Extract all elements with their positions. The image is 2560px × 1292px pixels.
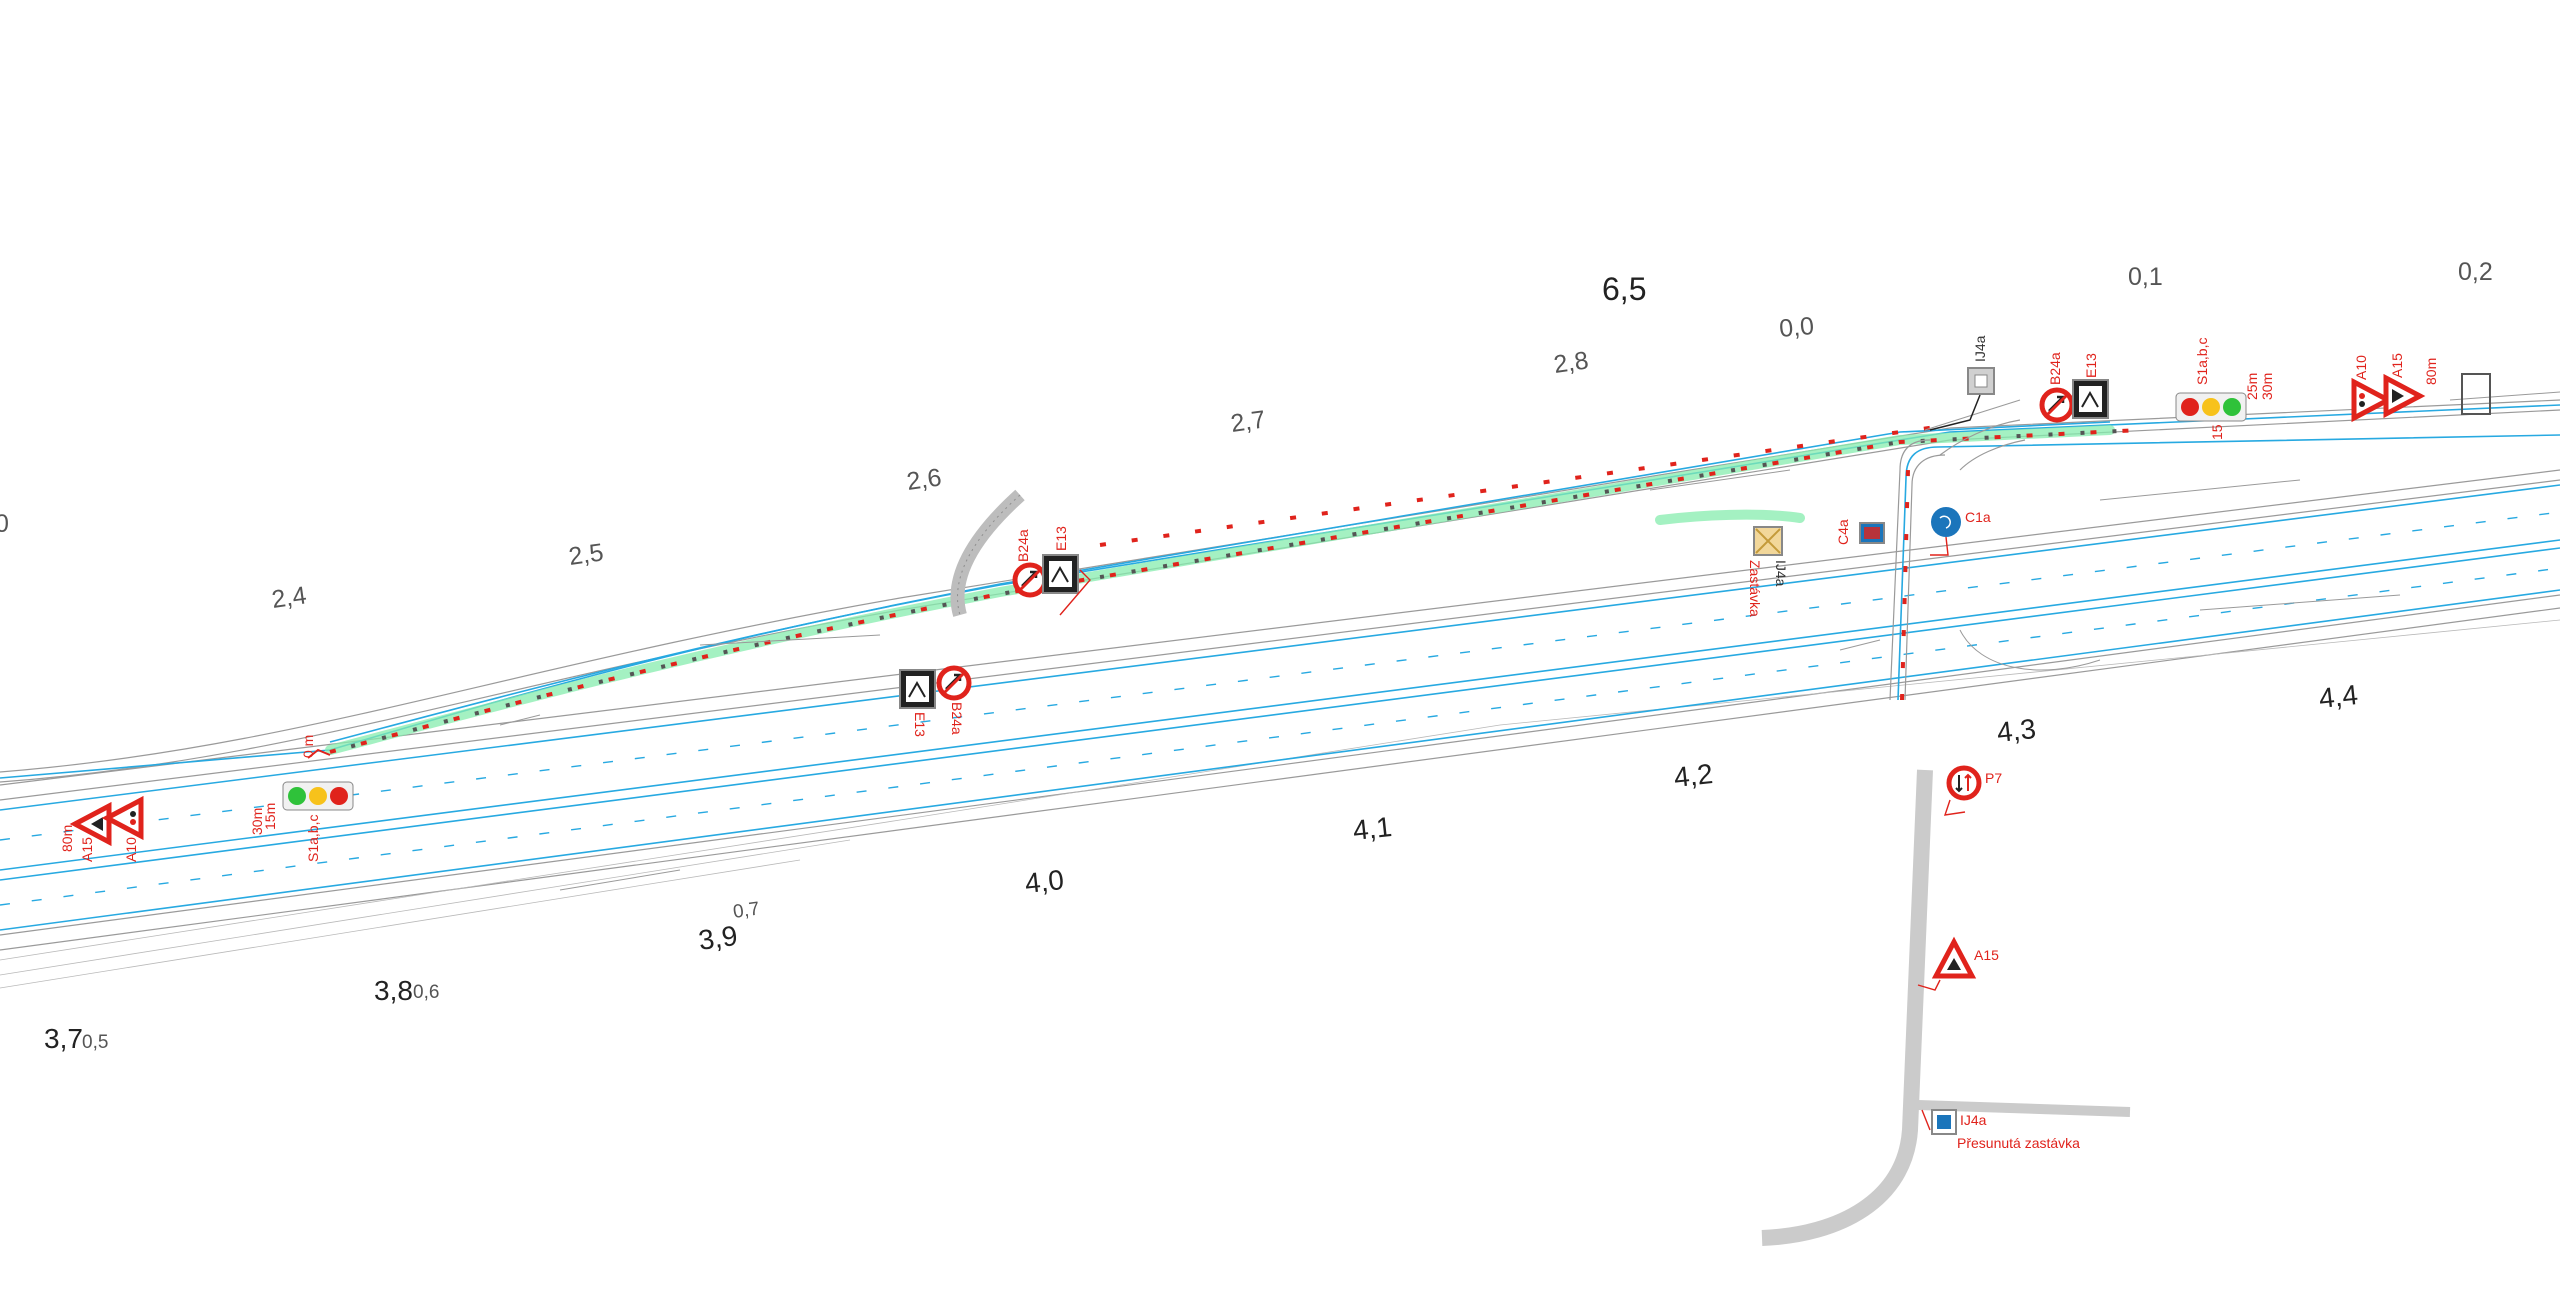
chainage-label: 2,4 [270,581,308,614]
chainage-label: 0 [0,510,9,538]
closed-bus-stop-sign [1753,526,1783,556]
sign-label-c1a: C1a [1965,509,1991,525]
moved-stop-label: Přesunutá zastávka [1957,1135,2080,1151]
directional-sign-c4a [1859,522,1885,544]
hatched-structures [499,391,2560,891]
chainage-label: 0,1 [2128,263,2163,291]
mid-sign-group: B24a E13 E13 B24a [899,526,1091,737]
signal-label: S1a,b,c [305,815,321,862]
chainage-label-secondary: 0,5 [82,1032,108,1053]
prohibition-sign-b24a [936,665,972,701]
traffic-light-icon [282,781,354,811]
supplementary-plate-e13 [2072,379,2109,419]
crossing-road [1761,419,2560,1246]
left-sign-group: A15 A10 80m S1a,b,c 15m 30m 0 m [59,735,354,862]
traffic-light-icon [2175,392,2247,422]
chainage-label: 3,9 [697,920,740,956]
stop-label: Zastávka [1747,560,1763,617]
warning-sign-a15 [69,801,112,847]
distance-label: 80m [59,825,75,852]
chainage-label: 4,2 [1672,758,1714,793]
chainage-label: 2,5 [567,538,605,571]
crossing-sign-group: IJ4a Zastávka C4a C1a P7 A15 [1747,507,2080,1151]
sign-label-e13: E13 [912,712,928,737]
supplementary-plate-e13 [1042,554,1079,594]
sign-label-ij4a: IJ4a [1972,335,1988,362]
warning-sign-a15 [1931,936,1977,979]
roundabout-sign-c1a [1931,507,1961,537]
sign-label-a10: A10 [2353,355,2369,380]
chainage-label: 4,1 [1351,811,1393,846]
sign-label-b24a: B24a [949,702,965,735]
chainage-label: 3,8 [374,975,413,1006]
chainage-label-major: 6,5 [1602,271,1646,307]
prohibition-sign-b24a [1012,562,1048,598]
barrier-end-icon [307,748,331,759]
sign-label-b24a: B24a [2047,352,2063,385]
sign-pointers [1917,536,1966,1131]
priority-sign-p7 [1946,765,1982,801]
sign-label-ij4a: IJ4a [1960,1112,1987,1128]
chainage-label: 0,2 [2458,258,2493,286]
prohibition-sign-b24a [2039,387,2075,423]
sign-label-e13: E13 [2083,353,2099,378]
sign-label-a15: A15 [79,837,95,862]
distance-label: 80m [2423,358,2439,385]
distance-label: 30m [249,808,265,835]
chainage-label: 4,0 [1023,864,1065,899]
chainage-label-secondary: 0,7 [732,898,761,922]
sign-label-a15: A15 [1974,947,1999,963]
chainage-label: 2,8 [1552,346,1590,379]
supplementary-plate-e13 [899,669,936,709]
sign-label-ij4a: IJ4a [1773,560,1789,587]
distance-label: 30m [2259,373,2275,400]
warning-sign-a15 [2383,373,2426,419]
chainage-label: 3,7 [44,1023,83,1054]
distance-label: 15m [262,803,278,830]
sign-label-p7: P7 [1985,770,2002,786]
right-sign-group: IJ4a B24a E13 S1a,b,c 25m 30m 15 [1929,335,2491,440]
sign-label-c4a: C4a [1835,519,1851,545]
chainage-label: 2,6 [905,463,943,496]
signal-label: S1a,b,c [2194,338,2210,385]
distance-label: 15 [2209,424,2225,440]
chainage-label: 4,4 [2317,679,2359,714]
chainage-label: 0,0 [1778,312,1815,343]
chainage-label: 2,7 [1229,405,1267,438]
chainage-label: 4,3 [1995,713,2037,748]
warning-sign-a10 [101,795,144,841]
chainage-labels: 0 2,4 2,5 2,6 2,7 2,8 6,5 0,0 0,1 0,2 3,… [0,258,2493,1054]
bus-stop-sign-ij4a [1967,367,1995,395]
sign-label-a15: A15 [2389,353,2405,378]
distance-label: 25m [2244,373,2260,400]
main-road [0,399,2560,989]
sign-label-e13: E13 [1053,526,1069,551]
ramp-arc [950,489,1025,617]
warning-sign-a10 [2351,377,2394,423]
sign-label-a10: A10 [123,837,139,862]
sign-label-b24a: B24a [1015,529,1031,562]
bus-stop-sign-ij4a [1931,1109,1957,1135]
chainage-label-secondary: 0,6 [413,982,439,1003]
distance-label: 0 m [300,735,316,758]
work-zone-box [2461,373,2491,415]
